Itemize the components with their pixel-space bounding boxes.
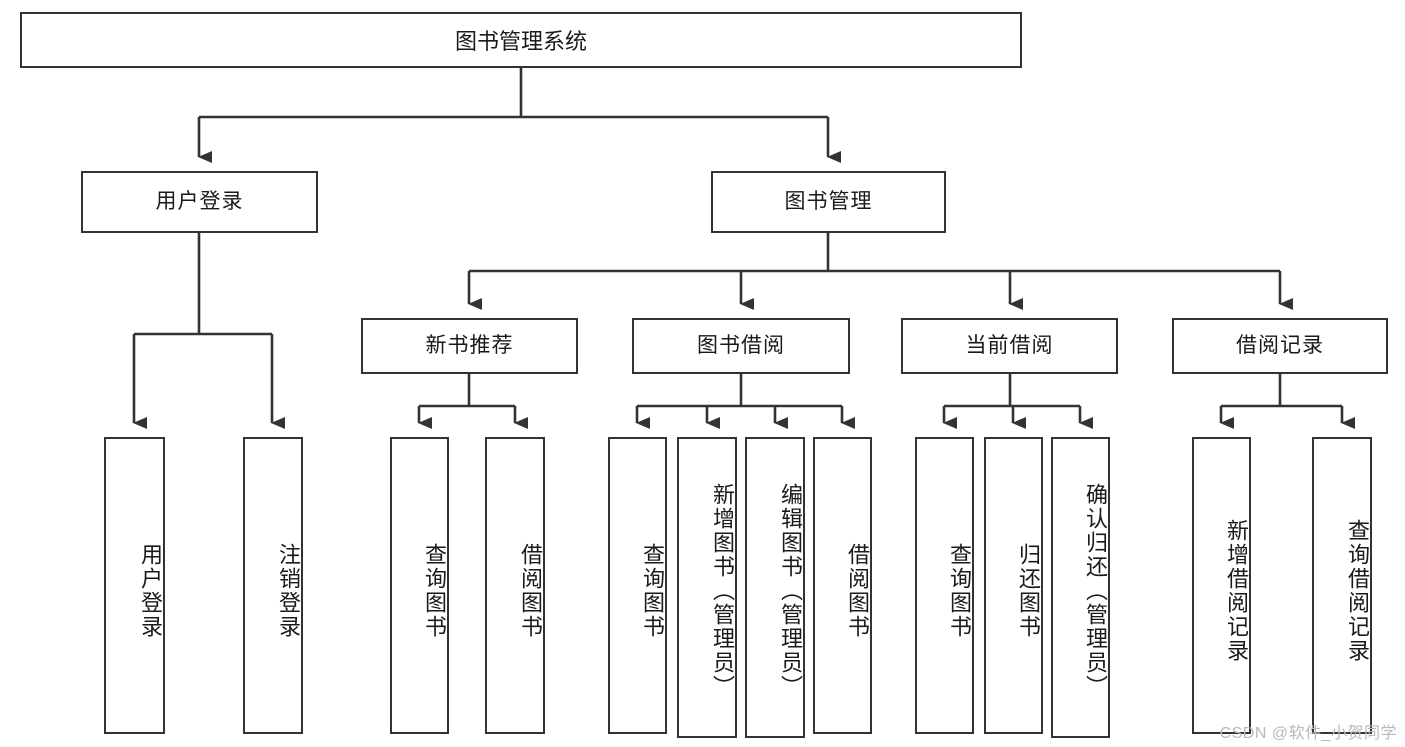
node-label: 确认归还（管理员） [1083,482,1108,699]
leaf-borrow-borrow-book[interactable]: 借阅图书 [813,437,872,734]
leaf-current-query-book[interactable]: 查询图书 [915,437,974,734]
node-label: 查询借阅记录 [1345,518,1370,663]
node-label: 查询图书 [947,542,972,639]
node-label: 查询图书 [422,542,447,639]
node-label: 借阅图书 [845,542,870,639]
node-label: 新增借阅记录 [1224,518,1249,663]
node-label: 查询图书 [640,542,665,639]
node-label: 用户登录 [138,542,163,639]
node-current-borrow[interactable]: 当前借阅 [901,318,1118,374]
node-label: 图书管理 [784,190,873,214]
leaf-current-return-book[interactable]: 归还图书 [984,437,1043,734]
leaf-borrow-add-book-admin[interactable]: 新增图书（管理员） [677,437,737,738]
node-user-login[interactable]: 用户登录 [81,171,318,233]
leaf-recommend-query-book[interactable]: 查询图书 [390,437,449,734]
leaf-current-confirm-return-admin[interactable]: 确认归还（管理员） [1051,437,1110,738]
node-label: 新增图书（管理员） [710,482,735,699]
node-label: 当前借阅 [965,334,1054,358]
node-book-management[interactable]: 图书管理 [711,171,946,233]
leaf-user-logout[interactable]: 注销登录 [243,437,303,734]
node-label: 新书推荐 [425,334,514,358]
leaf-borrow-edit-book-admin[interactable]: 编辑图书（管理员） [745,437,805,738]
node-label: 借阅记录 [1236,334,1324,358]
node-label: 图书借阅 [697,334,785,358]
node-new-book-recommend[interactable]: 新书推荐 [361,318,578,374]
leaf-record-add-record[interactable]: 新增借阅记录 [1192,437,1251,734]
watermark: CSDN @软件_小贺同学 [1219,725,1397,742]
node-label: 图书管理系统 [454,29,587,54]
node-label: 用户登录 [155,190,244,214]
node-label: 编辑图书（管理员） [778,482,803,699]
node-borrow-record[interactable]: 借阅记录 [1172,318,1388,374]
node-label: 借阅图书 [518,542,543,639]
leaf-record-query-record[interactable]: 查询借阅记录 [1312,437,1372,734]
node-root-system[interactable]: 图书管理系统 [20,12,1022,68]
node-label: 注销登录 [276,542,301,639]
node-book-borrow[interactable]: 图书借阅 [632,318,850,374]
leaf-borrow-query-book[interactable]: 查询图书 [608,437,667,734]
leaf-user-login[interactable]: 用户登录 [104,437,165,734]
node-label: 归还图书 [1016,542,1041,639]
leaf-recommend-borrow-book[interactable]: 借阅图书 [485,437,545,734]
